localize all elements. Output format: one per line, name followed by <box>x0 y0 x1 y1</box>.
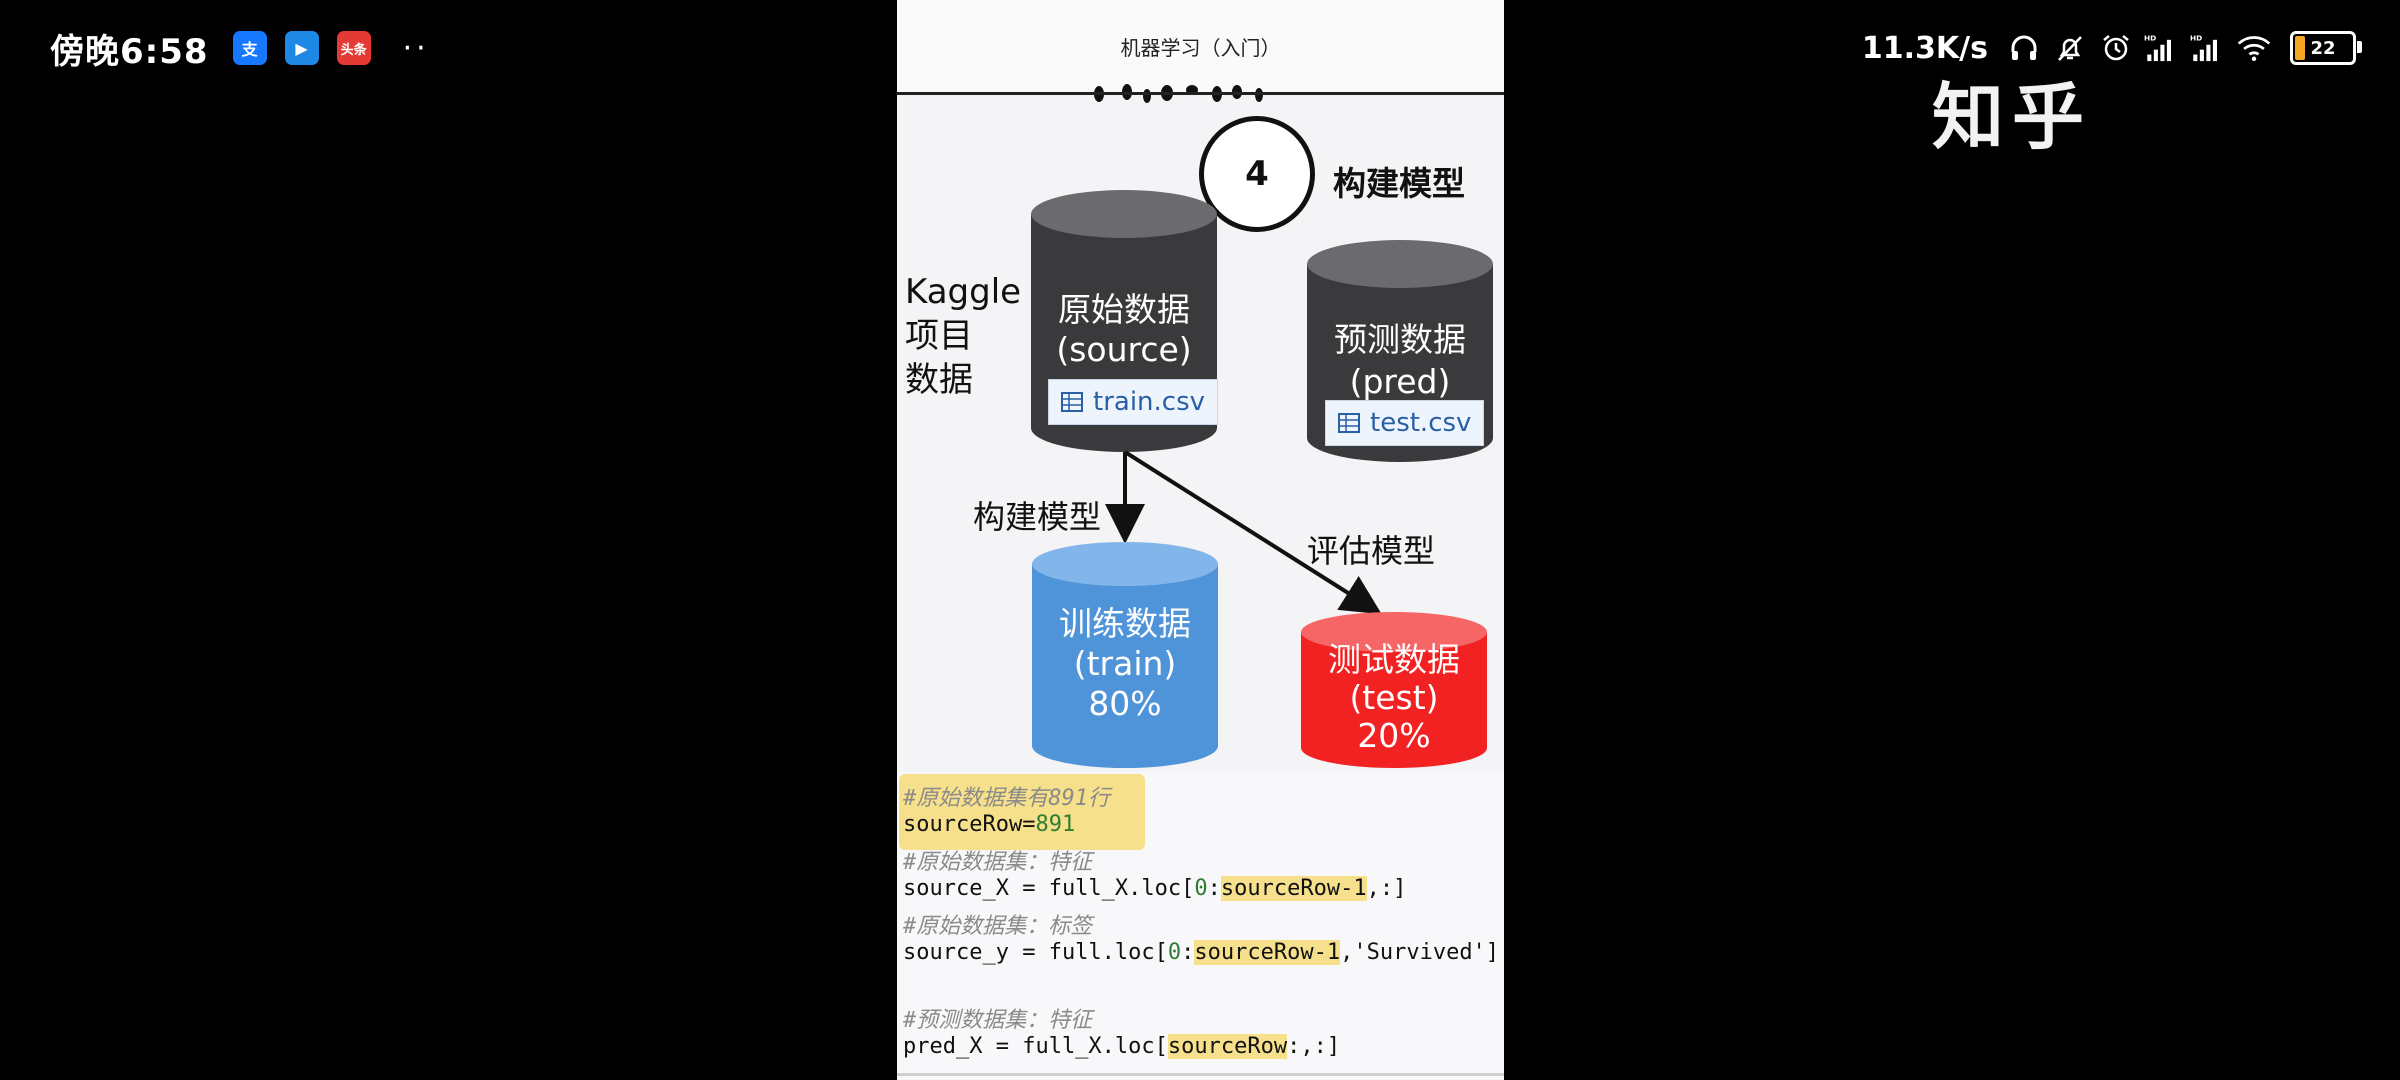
test-csv-label: test.csv <box>1370 408 1472 438</box>
battery-icon: 22 <box>2290 31 2362 65</box>
train-csv-file: train.csv <box>1048 379 1219 425</box>
code-comment: #预测数据集：特征 <box>903 1008 1093 1033</box>
code-token: source_X = full_X.loc[ <box>903 876 1195 901</box>
step-number-badge: 4 <box>1199 116 1315 232</box>
train-title: 训练数据 <box>1059 604 1191 643</box>
code-bottom-rule <box>897 1073 1504 1076</box>
video-title: 机器学习（入门） <box>1120 36 1281 60</box>
source-title: 原始数据 <box>1058 290 1190 329</box>
spreadsheet-icon <box>1338 413 1360 433</box>
train-data-cylinder: 训练数据 (train) 80% <box>1032 542 1218 768</box>
header-rule <box>897 92 1504 95</box>
network-speed: 11.3K/s <box>1861 30 1988 66</box>
pred-title: 预测数据 <box>1334 320 1466 359</box>
test-subtitle: (test) <box>1349 678 1439 717</box>
code-token: sourceRow= <box>903 812 1036 837</box>
train-subtitle: (train) <box>1073 644 1177 683</box>
status-bar-right: 11.3K/s HD HD 22 <box>1861 22 2362 74</box>
birds-on-wire-decoration <box>1094 84 1263 103</box>
kaggle-label-line: 数据 <box>905 360 973 400</box>
test-percent: 20% <box>1357 716 1431 755</box>
code-highlight <box>899 774 1145 850</box>
code-line: pred_X = full_X.loc[sourceRow:,:] <box>903 1034 1340 1059</box>
code-token: source_y = full.loc[ <box>903 940 1168 965</box>
code-token: 0 <box>1194 876 1208 901</box>
test-title: 测试数据 <box>1328 640 1460 679</box>
zhihu-watermark: 知乎 <box>1932 75 2093 159</box>
pred-subtitle: (pred) <box>1349 362 1451 401</box>
code-token: pred_X = full_X.loc[ <box>903 1034 1168 1059</box>
code-token: : <box>1181 940 1195 965</box>
code-token: : <box>1207 876 1221 901</box>
signal-hd-icon-2: HD <box>2190 30 2226 66</box>
code-token: ,:] <box>1366 876 1407 901</box>
code-line: source_y = full.loc[0:sourceRow-1,'Survi… <box>903 940 1499 965</box>
svg-text:HD: HD <box>2190 34 2202 43</box>
source-subtitle: (source) <box>1056 330 1192 369</box>
kaggle-label: Kaggle 项目 数据 <box>905 270 1021 402</box>
alipay-icon: 支 <box>232 31 267 65</box>
kaggle-label-line: 项目 <box>905 316 973 356</box>
youku-icon: ▶ <box>284 31 319 65</box>
code-line: sourceRow=891 <box>903 812 1075 837</box>
video-header <box>897 0 1504 92</box>
signal-hd-icon: HD <box>2144 30 2180 66</box>
code-block: #原始数据集有891行 sourceRow=891 #原始数据集：特征 sour… <box>897 772 1504 1080</box>
flow-arrows <box>1105 450 1382 615</box>
bell-muted-icon <box>2052 30 2088 66</box>
toutiao-icon: 头条 <box>336 31 371 65</box>
wifi-icon <box>2236 30 2272 66</box>
code-token-highlight: sourceRow-1 <box>1194 940 1341 965</box>
test-data-cylinder: 测试数据 (test) 20% <box>1301 612 1487 768</box>
kaggle-label-line: Kaggle <box>905 272 1022 312</box>
code-comment: #原始数据集有891行 <box>903 786 1110 811</box>
status-bar-left: 傍晚6:58 支 ▶ 头条 ·· <box>50 22 430 74</box>
clock: 傍晚6:58 <box>50 31 209 72</box>
alarm-icon <box>2098 30 2134 66</box>
build-model-label: 构建模型 <box>973 498 1102 536</box>
code-comment: #原始数据集：特征 <box>903 850 1093 875</box>
code-token-highlight: sourceRow-1 <box>1220 876 1367 901</box>
train-percent: 80% <box>1088 684 1162 723</box>
spreadsheet-icon <box>1061 392 1083 412</box>
eval-arrow <box>1123 450 1382 615</box>
code-token-highlight: sourceRow <box>1167 1034 1288 1059</box>
code-line: source_X = full_X.loc[0:sourceRow-1,:] <box>903 876 1406 901</box>
svg-text:HD: HD <box>2144 34 2156 43</box>
notification-overflow: ·· <box>402 30 430 66</box>
section-title: 构建模型 <box>1333 164 1465 203</box>
code-token: 0 <box>1167 940 1182 965</box>
video-frame[interactable]: 机器学习（入门） 4 构建模型 Kaggle 项目 数据 原始数据 (sourc… <box>897 0 1504 1080</box>
code-comment: #原始数据集：标签 <box>903 914 1093 939</box>
evaluate-model-label: 评估模型 <box>1307 532 1436 570</box>
code-token: :,:] <box>1287 1034 1341 1059</box>
code-token: 891 <box>1035 812 1076 837</box>
headphones-icon <box>2006 30 2042 66</box>
test-csv-file: test.csv <box>1325 400 1485 446</box>
code-token: ,'Survived'] <box>1340 940 1500 965</box>
train-csv-label: train.csv <box>1093 387 1206 417</box>
battery-level: 22 <box>2310 37 2336 59</box>
